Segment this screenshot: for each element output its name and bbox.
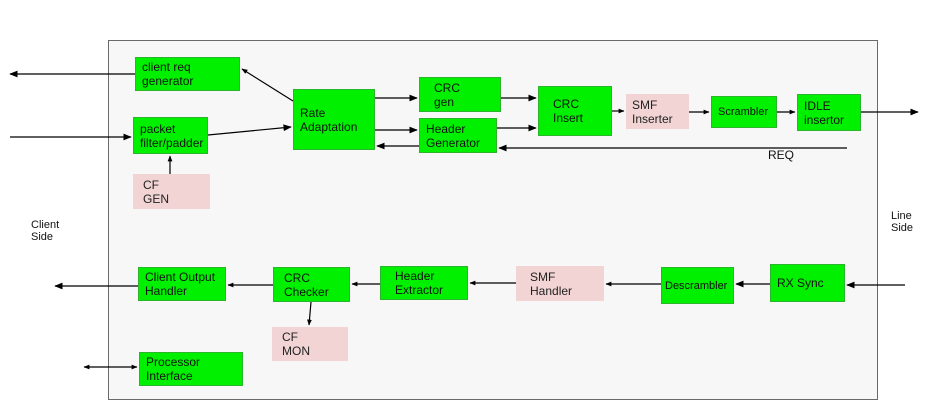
descrambler-block: Descrambler [661,267,734,304]
idle-insertor-block: IDLE insertor [797,94,861,131]
rx-sync-block: RX Sync [770,264,845,302]
header-extractor-block: Header Extractor [380,266,468,300]
processor-interface-block: Processor Interface [139,352,243,386]
smf-inserter-block: SMF Inserter [626,94,689,129]
cf-gen-block: CF GEN [133,174,210,209]
crc-checker-block: CRC Checker [273,267,350,302]
scrambler-block: Scrambler [711,96,777,128]
client-req-generator-block: client req generator [135,57,240,91]
rate-adaptation-block: Rate Adaptation [293,89,375,150]
client-side-label: Client Side [31,219,60,243]
line-side-label: Line Side [891,210,914,234]
packet-filter-padder-block: packet filter/padder [133,117,208,154]
header-generator-block: Header Generator [419,118,497,153]
client-output-handler-block: Client Output Handler [138,267,226,301]
req-label: REQ [768,148,795,162]
crc-insert-block: CRC Insert [538,86,612,136]
smf-handler-block: SMF Handler [516,266,604,301]
cf-mon-block: CF MON [272,327,348,361]
crc-gen-block: CRC gen [419,77,501,112]
